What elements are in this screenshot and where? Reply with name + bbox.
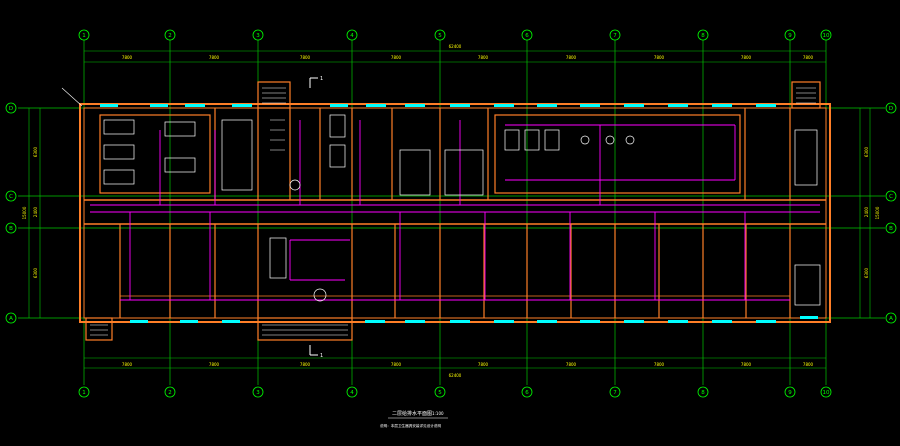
plumbing-fixtures [103, 114, 821, 306]
dim-top-8: 7800 [741, 55, 752, 60]
axis-left-a: A [9, 316, 13, 322]
leader-line [61, 87, 83, 107]
axis-top-6: 6 [525, 33, 529, 39]
axis-labels: 1 2 3 4 5 6 7 8 9 10 1 2 3 4 5 6 7 8 9 1… [9, 33, 893, 396]
axis-right-d: D [889, 106, 893, 112]
axis-grid [18, 40, 885, 385]
axis-left-c: C [9, 194, 13, 200]
section-label-bottom: 1 [320, 353, 323, 359]
axis-top-10: 10 [823, 33, 830, 39]
dim-bottom-6: 7800 [566, 362, 577, 367]
drawing-scale: 1:100 [432, 411, 444, 416]
axis-left-b: B [9, 226, 13, 232]
dim-top-3: 7800 [300, 55, 311, 60]
drawing-title: 二层给排水平面图 [392, 410, 432, 417]
axis-bottom-6: 6 [525, 390, 529, 396]
dim-top-total: 62400 [449, 44, 462, 49]
dim-top-6: 7800 [566, 55, 577, 60]
axis-bottom-3: 3 [256, 390, 260, 396]
axis-bottom-10: 10 [823, 390, 830, 396]
axis-bubbles [5, 29, 897, 398]
dim-left-1: 6300 [33, 146, 38, 157]
dim-top-5: 7800 [478, 55, 489, 60]
axis-top-1: 1 [82, 33, 86, 39]
section-mark-top [309, 77, 318, 88]
dimension-texts: 7800 7800 7800 7800 7800 7800 7800 7800 … [22, 44, 880, 378]
dim-right-1: 6300 [864, 146, 869, 157]
axis-top-9: 9 [788, 33, 792, 39]
axis-bottom-1: 1 [82, 390, 86, 396]
axis-right-a: A [889, 316, 893, 322]
dim-left-total: 15000 [22, 206, 27, 219]
dim-bottom-4: 7800 [391, 362, 402, 367]
dim-right-2: 2400 [864, 206, 869, 217]
axis-bottom-2: 2 [168, 390, 172, 396]
stair-hatching [90, 87, 816, 336]
axis-right-b: B [889, 226, 893, 232]
drawing-note: 说明：本层卫生器具安装详见设计说明 [380, 423, 441, 428]
axis-right-c: C [889, 194, 893, 200]
dim-bottom-total: 62400 [449, 373, 462, 378]
axis-bottom-5: 5 [438, 390, 442, 396]
dim-bottom-7: 7800 [654, 362, 665, 367]
dim-bottom-2: 7800 [209, 362, 220, 367]
dim-top-9: 7800 [803, 55, 814, 60]
dim-top-7: 7800 [654, 55, 665, 60]
exterior-walls [79, 81, 831, 341]
axis-bottom-8: 8 [701, 390, 705, 396]
dim-bottom-1: 7800 [122, 362, 133, 367]
dim-right-3: 6300 [864, 267, 869, 278]
axis-top-7: 7 [613, 33, 617, 39]
section-mark-bottom [309, 345, 318, 356]
dim-bottom-3: 7800 [300, 362, 311, 367]
dim-top-4: 7800 [391, 55, 402, 60]
water-pipes [90, 120, 820, 301]
dim-bottom-5: 7800 [478, 362, 489, 367]
windows [100, 104, 818, 323]
dim-bottom-9: 7800 [803, 362, 814, 367]
dim-right-total: 15000 [875, 206, 880, 219]
dim-bottom-8: 7800 [741, 362, 752, 367]
axis-bottom-7: 7 [613, 390, 617, 396]
axis-bottom-4: 4 [350, 390, 354, 396]
dim-top-1: 7800 [122, 55, 133, 60]
axis-top-5: 5 [438, 33, 442, 39]
dim-top-2: 7800 [209, 55, 220, 60]
axis-left-d: D [9, 106, 13, 112]
axis-top-2: 2 [168, 33, 172, 39]
section-label-top: 1 [320, 76, 323, 82]
axis-top-3: 3 [256, 33, 260, 39]
axis-top-8: 8 [701, 33, 705, 39]
dim-left-2: 2400 [33, 206, 38, 217]
dimension-lines [28, 50, 871, 369]
dim-left-3: 6300 [33, 267, 38, 278]
interior-partitions [99, 108, 791, 318]
axis-bottom-9: 9 [788, 390, 792, 396]
axis-top-4: 4 [350, 33, 354, 39]
